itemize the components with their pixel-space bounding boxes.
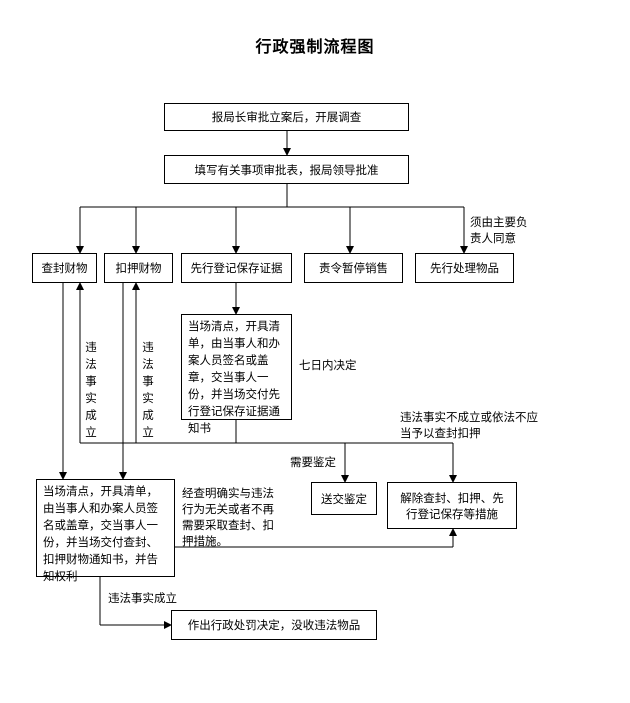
label-seven-days: 七日内决定 — [299, 358, 357, 372]
node-pre-dispose: 先行处理物品 — [415, 253, 514, 283]
label-verified-unrelated: 经查明确实与违法行为无关或者不再需要采取查封、扣押措施。 — [182, 486, 274, 548]
node-onsite-seal: 当场清点，开具清单，由当事人和办案人员签名或盖章，交当事人一份，并当场交付查封、… — [36, 479, 175, 583]
node-release: 解除查封、扣押、先行登记保存等措施 — [387, 482, 517, 529]
label-not-established: 违法事实不成立或依法不应当予以查封扣押 — [400, 410, 538, 440]
label-head-consent: 须由主要负责人同意 — [470, 215, 528, 245]
node-appraisal: 送交鉴定 — [311, 482, 377, 515]
node-start: 报局长审批立案后，开展调查 — [164, 103, 409, 131]
node-register-preserve: 先行登记保存证据 — [181, 253, 292, 283]
node-seal: 查封财物 — [32, 253, 97, 283]
node-onsite-register: 当场清点，开具清单，由当事人和办案人员签名或盖章，交当事人一份，并当场交付先行登… — [181, 314, 292, 435]
node-fill-form: 填写有关事项审批表，报局领导批准 — [164, 155, 409, 184]
node-penalty: 作出行政处罚决定，没收违法物品 — [171, 610, 377, 640]
node-detain: 扣押财物 — [104, 253, 173, 283]
label-illegal-established-v1: 违法事实成立 — [85, 340, 97, 439]
page-title: 行政强制流程图 — [255, 37, 375, 56]
label-need-appraisal: 需要鉴定 — [290, 455, 336, 469]
label-illegal-established-h: 违法事实成立 — [108, 591, 177, 605]
label-illegal-established-v2: 违法事实成立 — [142, 340, 154, 439]
node-order-stop: 责令暂停销售 — [304, 253, 403, 283]
